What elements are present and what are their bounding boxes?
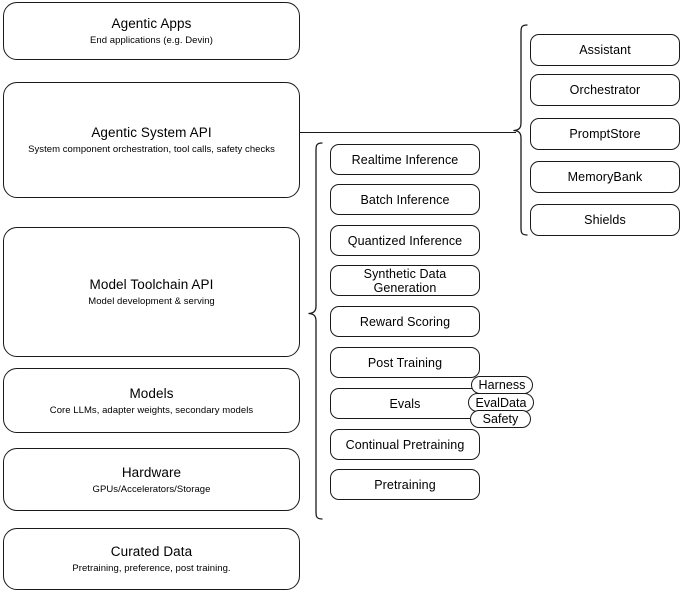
layer-title: Agentic Apps — [111, 16, 192, 31]
chip-label: Post Training — [367, 355, 443, 370]
connector-system-api-to-components — [300, 132, 516, 134]
component-quantized-inference[interactable]: Quantized Inference — [330, 225, 480, 256]
eval-subcomponent-safety[interactable]: Safety — [470, 410, 531, 428]
chip-label: Pretraining — [374, 477, 436, 492]
component-post-training[interactable]: Post Training — [330, 347, 480, 378]
component-assistant[interactable]: Assistant — [530, 34, 680, 66]
chip-label: Continual Pretraining — [345, 437, 465, 452]
component-batch-inference[interactable]: Batch Inference — [330, 184, 480, 215]
layer-title: Curated Data — [110, 544, 193, 559]
chip-label: Synthetic Data Generation — [363, 266, 447, 295]
layer-agentic-system-api[interactable]: Agentic System API System component orch… — [3, 82, 300, 198]
chip-label: PromptStore — [569, 127, 641, 141]
layer-subtitle: Model development & serving — [88, 296, 215, 307]
brace-agentic-components — [513, 24, 528, 236]
component-synthetic-data-generation[interactable]: Synthetic Data Generation — [330, 265, 480, 296]
layer-curated-data[interactable]: Curated Data Pretraining, preference, po… — [3, 528, 300, 590]
brace-toolchain-components — [308, 142, 323, 520]
chip-label: Realtime Inference — [351, 152, 459, 167]
chip-label: Assistant — [579, 43, 631, 57]
chip-label: Batch Inference — [360, 192, 450, 207]
component-pretraining[interactable]: Pretraining — [330, 469, 480, 500]
component-memorybank[interactable]: MemoryBank — [530, 161, 680, 193]
component-evals[interactable]: Evals — [330, 388, 480, 419]
eval-subcomponent-harness[interactable]: Harness — [471, 376, 533, 394]
component-reward-scoring[interactable]: Reward Scoring — [330, 306, 480, 337]
layer-subtitle: Core LLMs, adapter weights, secondary mo… — [49, 404, 254, 416]
layer-subtitle: System component orchestration, tool cal… — [28, 144, 275, 155]
layer-title: Agentic System API — [91, 125, 212, 140]
layer-subtitle: Pretraining, preference, post training. — [72, 563, 231, 574]
pill-label: Harness — [478, 378, 526, 392]
pill-label: EvalData — [475, 395, 527, 410]
component-continual-pretraining[interactable]: Continual Pretraining — [330, 429, 480, 460]
chip-label: Orchestrator — [569, 83, 641, 97]
layer-agentic-apps[interactable]: Agentic Apps End applications (e.g. Devi… — [3, 2, 300, 60]
layer-models[interactable]: Models Core LLMs, adapter weights, secon… — [3, 368, 300, 433]
chip-label: MemoryBank — [567, 170, 643, 184]
layer-model-toolchain-api[interactable]: Model Toolchain API Model development & … — [3, 227, 300, 357]
layer-hardware[interactable]: Hardware GPUs/Accelerators/Storage — [3, 448, 300, 511]
component-realtime-inference[interactable]: Realtime Inference — [330, 144, 480, 175]
layer-subtitle: GPUs/Accelerators/Storage — [92, 483, 211, 495]
layer-title: Hardware — [121, 464, 182, 480]
layer-title: Models — [129, 385, 174, 401]
chip-label: Reward Scoring — [359, 314, 451, 329]
chip-label: Quantized Inference — [347, 233, 463, 248]
layer-subtitle: End applications (e.g. Devin) — [90, 35, 213, 46]
chip-label: Shields — [584, 213, 626, 227]
pill-label: Safety — [482, 412, 519, 426]
component-promptstore[interactable]: PromptStore — [530, 118, 680, 150]
component-orchestrator[interactable]: Orchestrator — [530, 74, 680, 106]
component-shields[interactable]: Shields — [530, 204, 680, 236]
layer-title: Model Toolchain API — [89, 277, 214, 292]
chip-label: Evals — [389, 396, 421, 411]
